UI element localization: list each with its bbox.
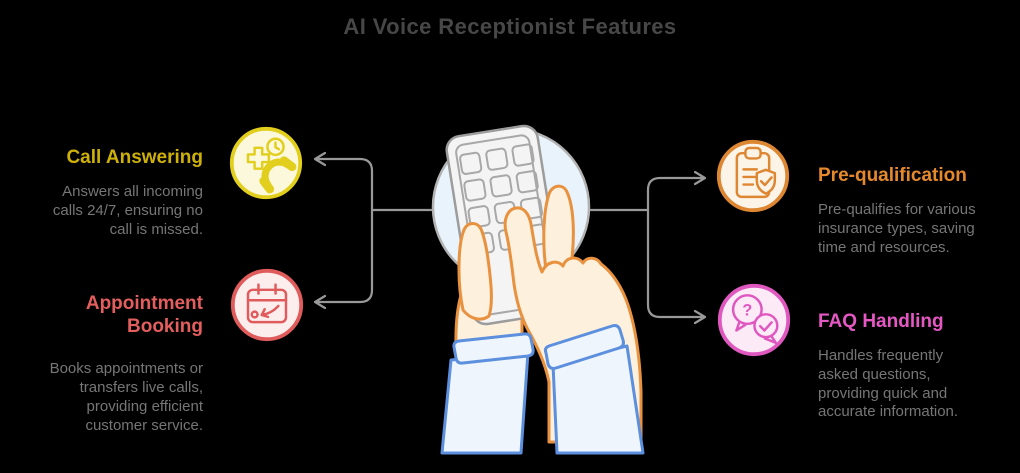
pre-qualification-badge: [715, 138, 791, 214]
connector-right: [587, 170, 707, 325]
feature-title: Appointment Booking: [85, 293, 203, 338]
check-bubble-icon: [753, 313, 779, 345]
feature-call-answering: Call Answering Answers all incoming call…: [28, 146, 203, 239]
sleeve-right-cuff: [543, 324, 625, 370]
feature-title: Call Answering: [66, 147, 203, 168]
question-bubble-icon: ?: [731, 294, 763, 332]
feature-description: Answers all incoming calls 24/7, ensurin…: [52, 183, 203, 238]
arrow-right-bottom-icon: [646, 208, 707, 325]
calendar-booking-icon: [230, 268, 304, 342]
feature-appointment-booking: Appointment Booking Books appointments o…: [28, 292, 203, 435]
right-finger: [542, 184, 575, 280]
feature-pre-qualification: Pre-qualification Pre-qualifies for vari…: [818, 164, 1003, 257]
hands-holding-phone-illustration: [431, 124, 645, 455]
left-thumb: [457, 222, 493, 321]
feature-description: Pre-qualifies for various insurance type…: [818, 201, 976, 256]
arrow-right-top-icon: [646, 170, 707, 212]
feature-description: Books appointments or transfers live cal…: [49, 360, 203, 434]
faq-chat-bubbles-icon: ?: [717, 283, 791, 357]
sleeve-left-cuff: [452, 332, 535, 365]
arrow-icon: [260, 304, 280, 319]
sleeve-left: [440, 350, 530, 455]
arrow-left-top-icon: [313, 151, 374, 212]
phone-24-7-icon: [229, 126, 303, 200]
connector-left: [313, 151, 435, 310]
clipboard-shield-check-icon: [716, 139, 790, 213]
shield-check-icon: [755, 168, 777, 195]
clock-icon: [266, 137, 285, 157]
page-title: AI Voice Receptionist Features: [343, 14, 677, 39]
call-answering-badge: [228, 125, 304, 201]
handset-icon: [259, 156, 297, 194]
feature-faq-handling: FAQ Handling Handles frequently asked qu…: [818, 310, 998, 422]
feature-description: Handles frequently asked questions, prov…: [818, 347, 959, 421]
appointment-booking-badge: [229, 267, 305, 343]
faq-handling-badge: ?: [716, 282, 792, 358]
feature-title: Pre-qualification: [818, 165, 967, 186]
feature-title: FAQ Handling: [818, 311, 944, 332]
arrow-left-bottom-icon: [313, 208, 374, 310]
question-mark: ?: [742, 301, 752, 319]
